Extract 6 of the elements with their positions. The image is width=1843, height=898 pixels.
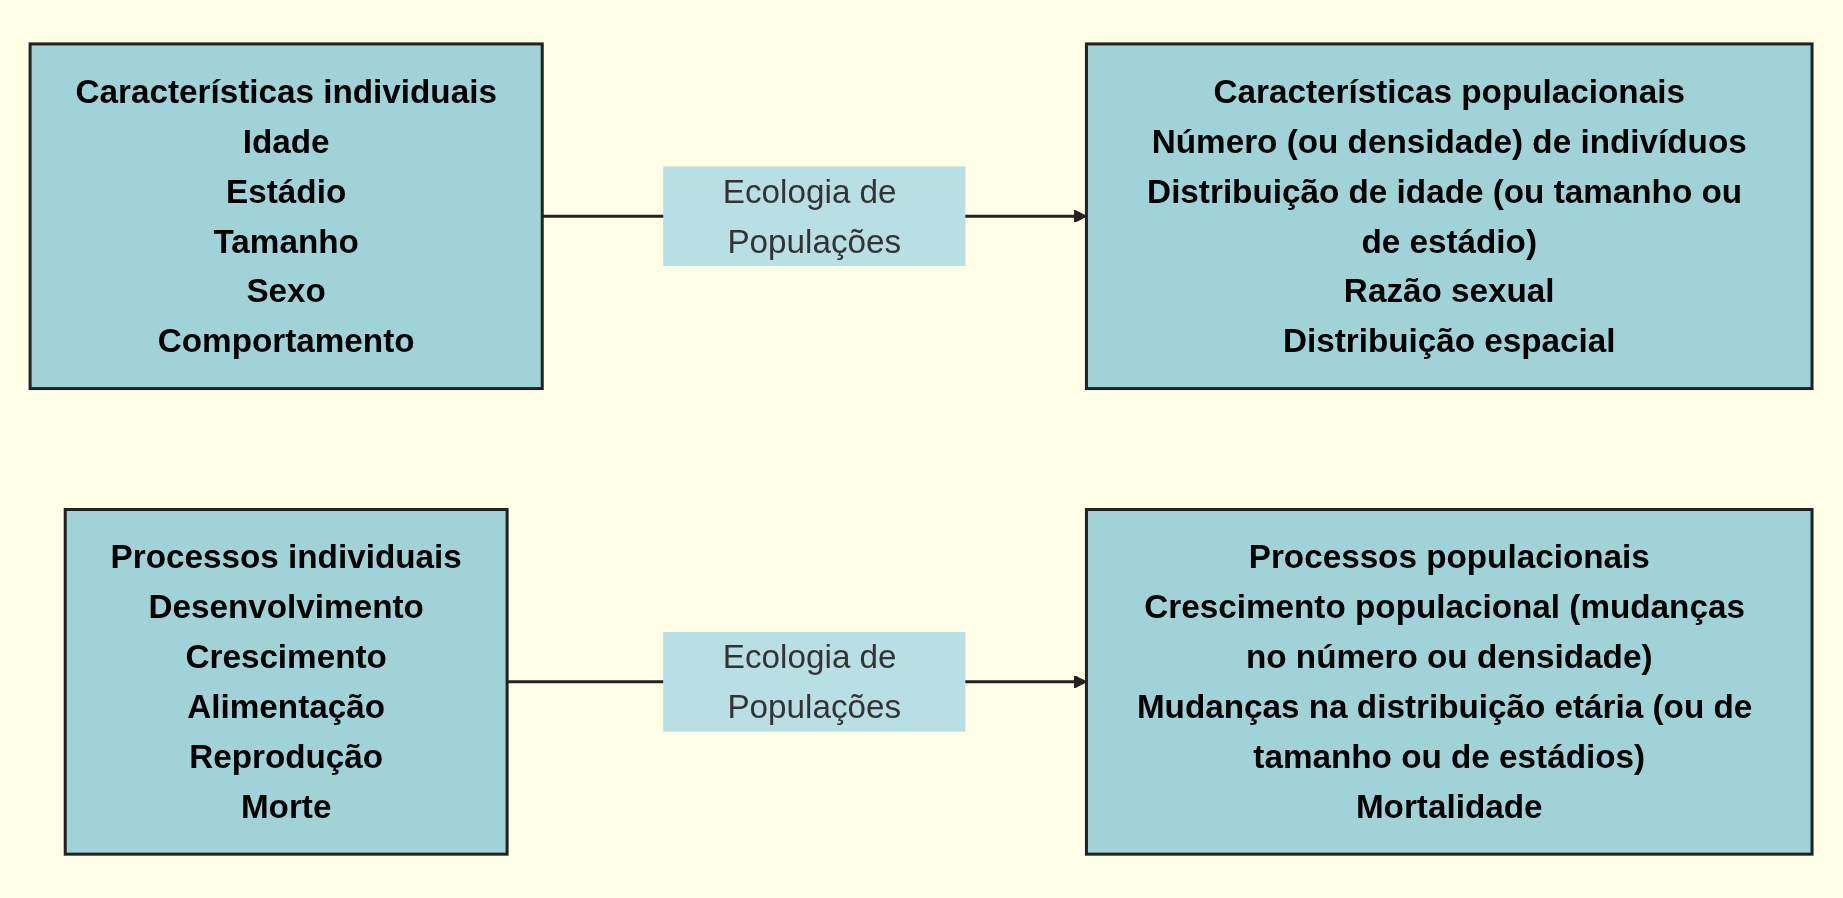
edge-label: Ecologia de Populações <box>723 172 902 261</box>
node-box: Processos populacionais Crescimento populacional (mudanças no número ou densidade) Mudanças na distribuição etária (ou de tamanho ou de estádios) Mortalidade <box>1085 507 1814 856</box>
node-box: Características populacionais Número (ou densidade) de indivíduos Distribuição de idade (ou tamanho ou de estádio) Razão sexual Distribuição espacial <box>1085 42 1814 391</box>
node-box: Características individuais Idade Estádio Tamanho Sexo Comportamento <box>29 42 545 391</box>
edge-label: Ecologia de Populações <box>723 637 902 726</box>
node-box: Processos individuais Desenvolvimento Crescimento Alimentação Reprodução Morte <box>64 507 510 856</box>
